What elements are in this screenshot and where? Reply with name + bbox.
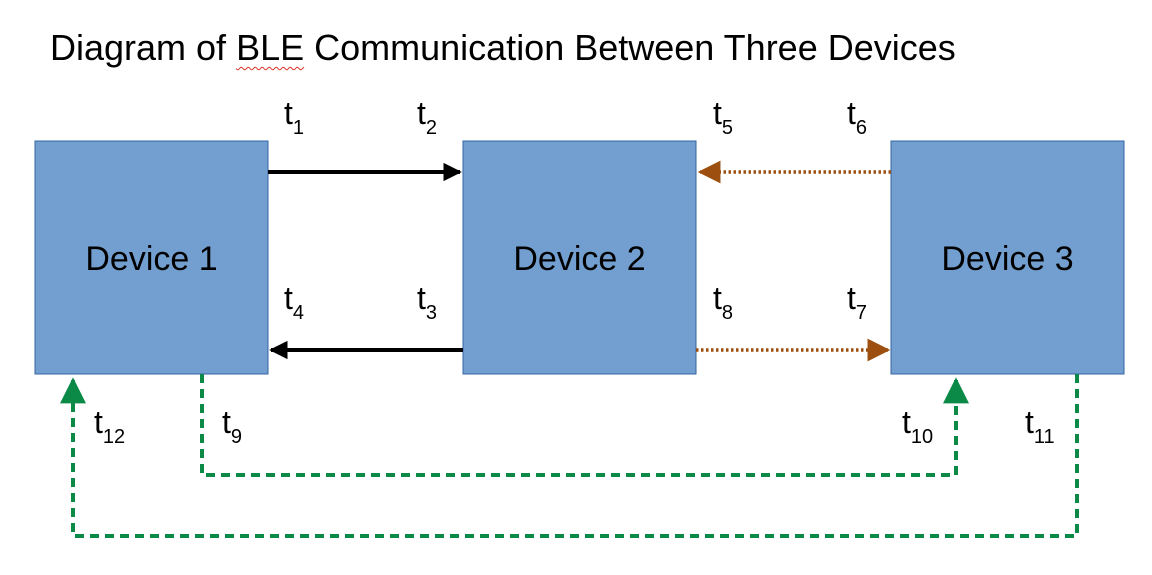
arrow-device3-to-device1 xyxy=(60,374,1079,538)
device-1: Device 1 xyxy=(34,140,269,375)
title-suffix: Communication Between Three Devices xyxy=(304,27,956,68)
label-t3: t3 xyxy=(417,280,437,324)
label-t5: t5 xyxy=(713,95,733,139)
device-1-box xyxy=(34,140,269,375)
label-t12: t12 xyxy=(94,404,125,448)
label-t9: t9 xyxy=(222,404,242,448)
title-prefix: Diagram of xyxy=(50,27,237,68)
device-3-box xyxy=(890,140,1125,375)
device-3: Device 3 xyxy=(890,140,1125,375)
label-t10: t10 xyxy=(902,404,933,448)
label-t2: t2 xyxy=(417,95,437,139)
title-ble: BLE xyxy=(236,27,305,68)
device-2-box xyxy=(462,140,697,375)
label-t4: t4 xyxy=(284,280,304,324)
label-t6: t6 xyxy=(847,95,867,139)
diagram-title: Diagram of BLE Communication Between Thr… xyxy=(50,26,956,69)
label-t1: t1 xyxy=(284,95,304,139)
device-2-label: Device 2 xyxy=(513,240,645,278)
label-t11: t11 xyxy=(1025,404,1055,448)
device-1-label: Device 1 xyxy=(85,240,217,278)
label-t7: t7 xyxy=(847,280,867,324)
label-t8: t8 xyxy=(713,280,733,324)
device-3-label: Device 3 xyxy=(941,240,1073,278)
arrow-device1-to-device3 xyxy=(200,374,969,477)
device-2: Device 2 xyxy=(462,140,697,375)
